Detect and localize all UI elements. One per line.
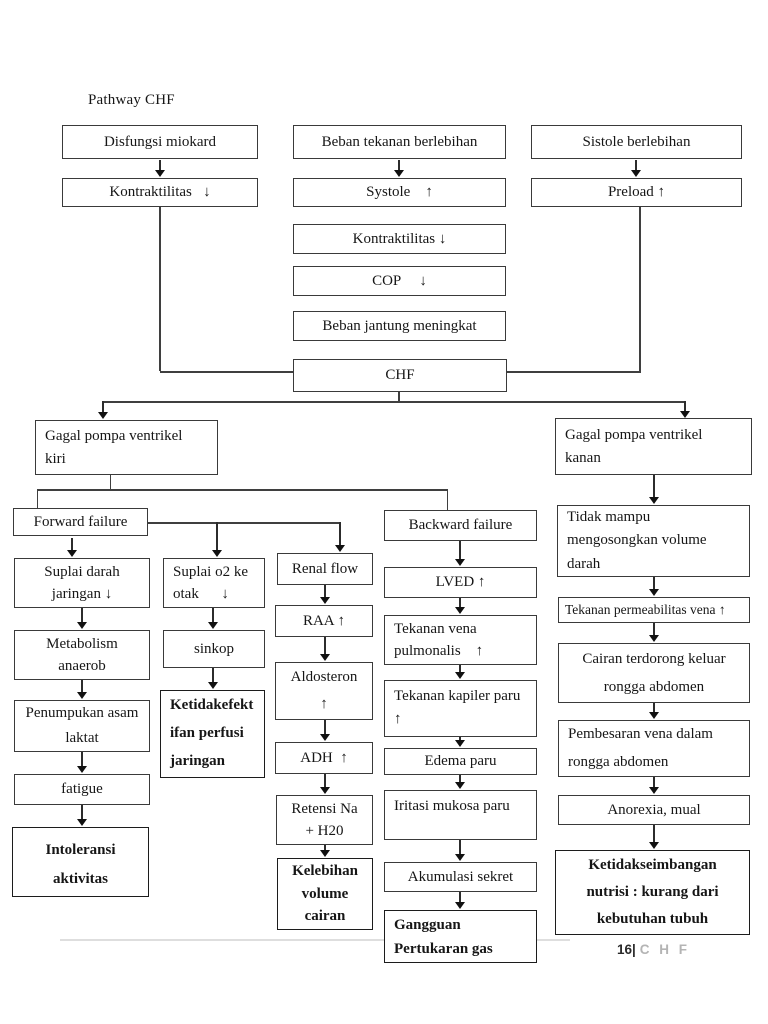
node-tidak-mampu-mengosongkan-volume-darah: Tidak mampu mengosongkan volume darah [557, 505, 750, 577]
connector-arrow [321, 845, 329, 857]
connector-arrow [78, 680, 86, 699]
node-tekanan-vena-pulmonalis: Tekanan vena pulmonalis ↑ [384, 615, 537, 665]
connector-arrow [78, 752, 86, 773]
node-anorexia-mual: Anorexia, mual [558, 795, 750, 825]
page-number: 16| [617, 942, 636, 957]
node-metabolism-anaerob: Metabolism anaerob [14, 630, 150, 680]
connector-arrow [321, 720, 329, 741]
node-disfungsi-miokard: Disfungsi miokard [62, 125, 258, 159]
node-gangguan-pertukaran-gas: Gangguan Pertukaran gas [384, 910, 537, 963]
node-kelebihan-volume-cairan: Kelebihan volume cairan [277, 858, 373, 930]
connector-line [159, 207, 161, 371]
node-adh-naik: ADH ↑ [275, 742, 373, 774]
connector-arrow [321, 774, 329, 794]
connector-arrow [213, 522, 221, 557]
connector-line [507, 371, 641, 373]
node-retensi-na-h20: Retensi Na + H20 [276, 795, 373, 845]
node-forward-failure: Forward failure [13, 508, 148, 536]
connector-arrow [650, 577, 658, 596]
node-iritasi-mukosa-paru: Iritasi mukosa paru [384, 790, 537, 840]
node-tekanan-permeabilitas-vena: Tekanan permeabilitas vena ↑ [558, 597, 750, 623]
connector-arrow [209, 668, 217, 689]
node-sinkop: sinkop [163, 630, 265, 668]
node-kontraktilitas-turun: Kontraktilitas ↓ [62, 178, 258, 207]
connector-arrow [456, 840, 464, 861]
connector-arrow [78, 805, 86, 826]
connector-line [160, 371, 293, 373]
connector-arrow [209, 608, 217, 629]
node-gagal-pompa-ventrikel-kiri: Gagal pompa ventrikel kiri [35, 420, 218, 475]
page-title: Pathway CHF [88, 92, 175, 108]
connector-line [639, 207, 641, 371]
node-renal-flow: Renal flow [277, 553, 373, 585]
node-fatigue: fatigue [14, 774, 150, 805]
node-ketidakefektifan-perfusi-jaringan: Ketidakefekt ifan perfusi jaringan [160, 690, 265, 778]
node-pembesaran-vena-abdomen: Pembesaran vena dalam rongga abdomen [558, 720, 750, 777]
connector-arrow [68, 538, 76, 557]
node-edema-paru: Edema paru [384, 748, 537, 775]
connector-arrow [456, 775, 464, 789]
connector-arrow [78, 607, 86, 629]
connector-line [37, 489, 447, 491]
connector-arrow [456, 598, 464, 614]
node-beban-tekanan-berlebihan: Beban tekanan berlebihan [293, 125, 506, 159]
connector-arrow [456, 737, 464, 747]
node-intoleransi-aktivitas: Intoleransi aktivitas [12, 827, 149, 897]
node-preload-naik: Preload ↑ [531, 178, 742, 207]
node-tekanan-kapiler-paru: Tekanan kapiler paru ↑ [384, 680, 537, 737]
connector-arrow [650, 475, 658, 504]
connector-arrow [681, 401, 689, 418]
node-aldosteron-naik: Aldosteron ↑ [275, 662, 373, 720]
node-gagal-pompa-ventrikel-kanan: Gagal pompa ventrikel kanan [555, 418, 752, 475]
node-systole-naik: Systole ↑ [293, 178, 506, 207]
node-suplai-darah-jaringan: Suplai darah jaringan ↓ [14, 558, 150, 608]
connector-arrow [650, 825, 658, 849]
node-beban-jantung-meningkat: Beban jantung meningkat [293, 311, 506, 341]
connector-arrow [456, 541, 464, 566]
connector-arrow [650, 703, 658, 719]
footer-divider [60, 939, 570, 941]
connector-line [36, 489, 38, 508]
connector-arrow [456, 665, 464, 679]
node-cairan-terdorong-keluar: Cairan terdorong keluar rongga abdomen [558, 643, 750, 703]
node-sistole-berlebihan: Sistole berlebihan [531, 125, 742, 159]
connector-arrow [395, 160, 403, 177]
page-footer: 16|C H F [617, 942, 690, 957]
node-suplai-o2-ke-otak: Suplai o2 ke otak ↓ [163, 558, 265, 608]
node-chf: CHF [293, 359, 507, 392]
connector-line [446, 489, 448, 510]
node-backward-failure: Backward failure [384, 510, 537, 541]
footer-section-label: C H F [639, 942, 691, 957]
connector-arrow [456, 892, 464, 909]
node-lved-naik: LVED ↑ [384, 567, 537, 598]
node-cop-turun: COP ↓ [293, 266, 506, 296]
node-penumpukan-asam-laktat: Penumpukan asam laktat [14, 700, 150, 752]
connector-line [103, 401, 685, 403]
connector-line [109, 475, 111, 489]
connector-arrow [632, 160, 640, 177]
connector-arrow [156, 160, 164, 177]
connector-arrow [336, 522, 344, 552]
connector-arrow [321, 585, 329, 604]
connector-arrow [99, 401, 107, 419]
connector-line [148, 522, 340, 524]
node-ketidakseimbangan-nutrisi: Ketidakseimbangan nutrisi : kurang dari … [555, 850, 750, 935]
node-kontraktilitas-turun-2: Kontraktilitas ↓ [293, 224, 506, 254]
node-raa-naik: RAA ↑ [275, 605, 373, 637]
connector-arrow [650, 777, 658, 794]
connector-arrow [650, 623, 658, 642]
connector-line [398, 392, 400, 401]
connector-arrow [321, 637, 329, 661]
node-akumulasi-sekret: Akumulasi sekret [384, 862, 537, 892]
